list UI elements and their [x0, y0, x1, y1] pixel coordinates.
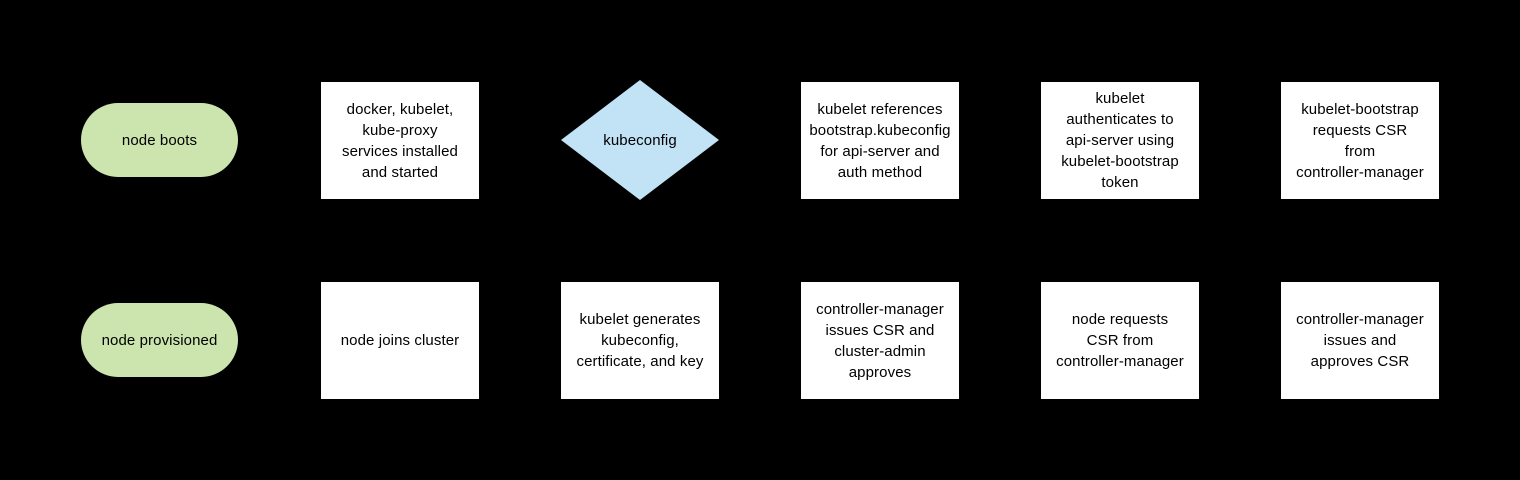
node-label-node-provisioned: node provisioned — [101, 331, 218, 349]
node-kubelet-authenticates[interactable]: kubelet authenticates to api-server usin… — [1041, 82, 1199, 199]
node-label-services-installed: docker, kubelet, kube-proxy services ins… — [341, 100, 458, 181]
node-label-node-requests-csr: node requests CSR from controller-manage… — [1056, 311, 1184, 370]
node-kubeconfig-decision[interactable]: kubeconfig — [561, 80, 719, 200]
node-controller-manager-issues-csr[interactable]: controller-manager issues CSR and cluste… — [801, 282, 959, 399]
node-label-node-joins-cluster: node joins cluster — [340, 332, 460, 349]
node-node-requests-csr[interactable]: node requests CSR from controller-manage… — [1041, 282, 1199, 399]
node-label-kubelet-bootstrap-requests-csr: kubelet-bootstrap requests CSR from cont… — [1296, 100, 1424, 181]
node-label-controller-manager-issues-csr: controller-manager issues CSR and cluste… — [816, 300, 944, 381]
node-label-kubelet-references-bootstrap: kubelet references bootstrap.kubeconfig … — [809, 100, 951, 181]
node-label-node-boots: node boots — [121, 131, 198, 149]
node-services-installed[interactable]: docker, kubelet, kube-proxy services ins… — [321, 82, 479, 199]
node-label-controller-manager-issues-approves: controller-manager issues and approves C… — [1296, 311, 1424, 370]
node-kubelet-bootstrap-requests-csr[interactable]: kubelet-bootstrap requests CSR from cont… — [1281, 82, 1439, 199]
node-kubelet-generates-kubeconfig[interactable]: kubelet generates kubeconfig, certificat… — [561, 282, 719, 399]
node-label-kubeconfig-decision: kubeconfig — [603, 131, 677, 149]
node-controller-manager-issues-approves[interactable]: controller-manager issues and approves C… — [1281, 282, 1439, 399]
node-kubelet-references-bootstrap[interactable]: kubelet references bootstrap.kubeconfig … — [801, 82, 959, 199]
node-label-kubelet-authenticates: kubelet authenticates to api-server usin… — [1061, 90, 1179, 191]
node-label-kubelet-generates-kubeconfig: kubelet generates kubeconfig, certificat… — [576, 311, 704, 370]
node-node-boots[interactable]: node boots — [81, 103, 238, 177]
node-node-provisioned[interactable]: node provisioned — [81, 303, 238, 377]
node-node-joins-cluster[interactable]: node joins cluster — [321, 282, 479, 399]
